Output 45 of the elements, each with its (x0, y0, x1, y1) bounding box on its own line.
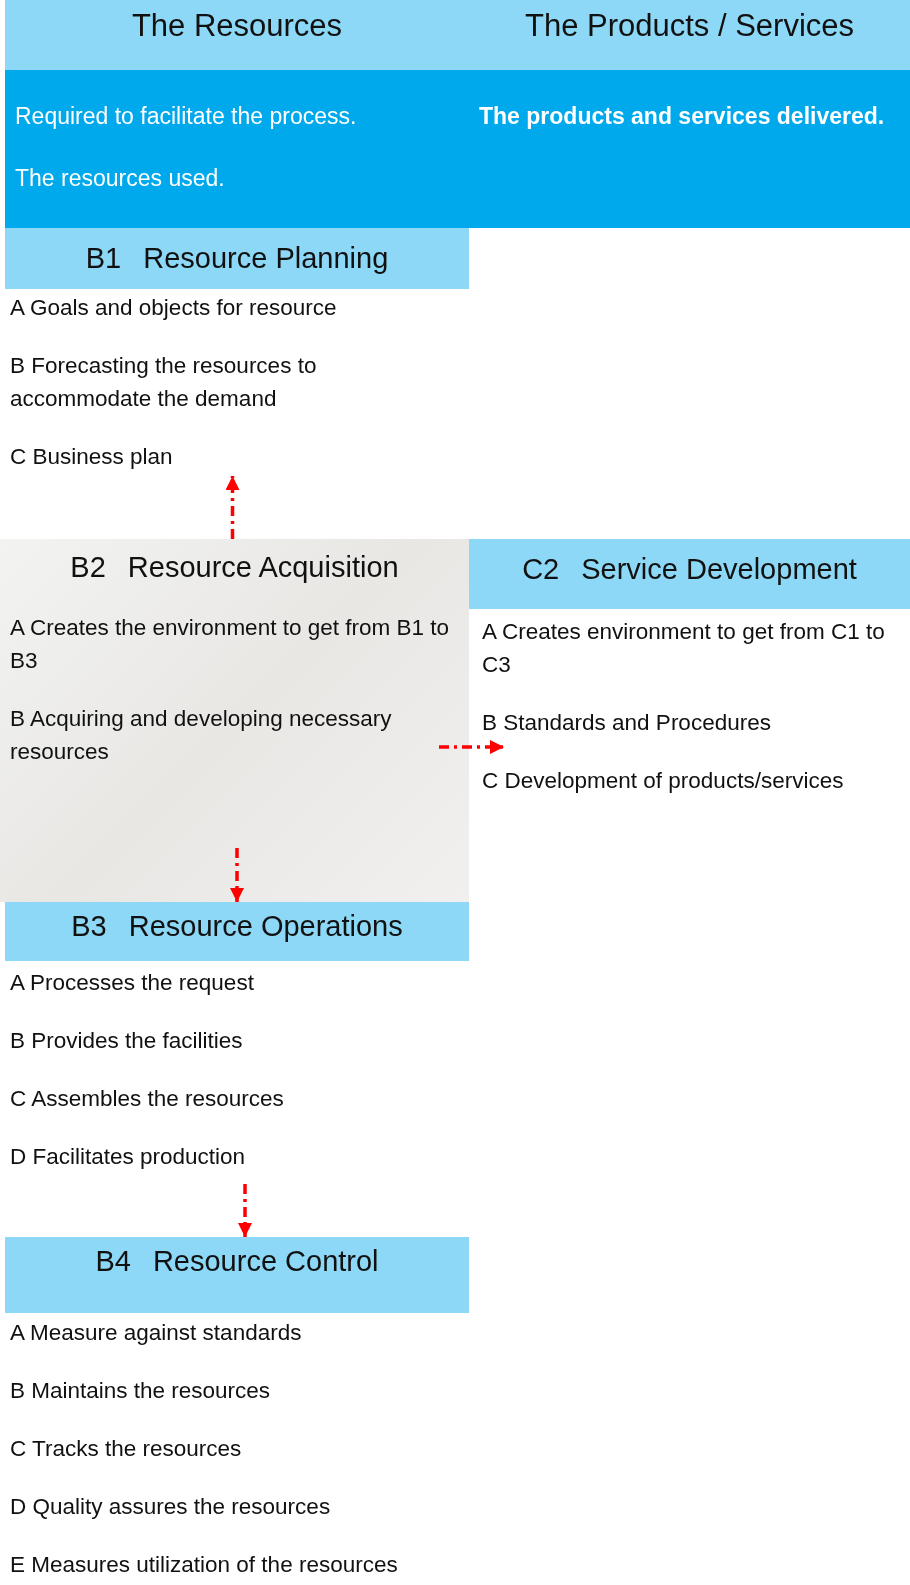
description-panel (5, 70, 469, 228)
column-heading: The Resources (131, 8, 343, 43)
list-item: D Quality assures the resources (10, 1493, 332, 1521)
column-heading: The Products / Services (524, 8, 855, 43)
list-item: C Assembles the resources (10, 1085, 285, 1113)
list-item: A Processes the request (10, 969, 255, 997)
section-header (5, 902, 469, 961)
section-header (5, 1237, 469, 1313)
description-text: The resources used. (15, 164, 226, 193)
list-item: A Creates environment to get from C1 to C3 (482, 618, 886, 679)
list-item: C Tracks the resources (10, 1435, 243, 1463)
list-item: A Creates the environment to get from B1 to B3 (10, 614, 450, 675)
section-header (469, 539, 910, 609)
list-item: B Acquiring and developing necessary resources (10, 705, 393, 766)
section-title: Resource Planning (143, 242, 389, 275)
arrow (238, 1184, 252, 1237)
list-item: C Development of products/services (482, 767, 845, 795)
section-code: B4 (95, 1245, 131, 1278)
list-item: A Goals and objects for resource (10, 294, 338, 322)
list-item: C Business plan (10, 443, 174, 471)
heading-band (469, 0, 910, 70)
description-text: Required to facilitate the process. (15, 102, 358, 131)
section-panel (0, 539, 469, 902)
list-item: B Forecasting the resources to accommodate the demand (10, 352, 318, 413)
list-item: B Maintains the resources (10, 1377, 272, 1405)
section-header (5, 228, 469, 289)
list-item: A Measure against standards (10, 1319, 303, 1347)
arrow (225, 476, 240, 539)
section-code: B3 (71, 910, 107, 943)
list-item: B Provides the facilities (10, 1027, 244, 1055)
list-item: E Measures utilization of the resources (10, 1551, 399, 1579)
description-text: The products and services delivered. (479, 102, 886, 131)
arrow (230, 848, 244, 902)
list-item: B Standards and Procedures (482, 709, 772, 737)
section-title: Resource Control (152, 1245, 379, 1278)
list-item: D Facilitates production (10, 1143, 247, 1171)
section-code: B1 (85, 242, 122, 275)
description-panel (469, 70, 910, 228)
section-title: Resource Operations (128, 910, 403, 943)
arrow (439, 740, 504, 754)
heading-band (5, 0, 469, 70)
section-title: Resource Acquisition (127, 551, 399, 584)
section-code: B2 (70, 551, 106, 584)
section-code: C2 (522, 553, 560, 586)
section-title: Service Development (581, 553, 857, 586)
